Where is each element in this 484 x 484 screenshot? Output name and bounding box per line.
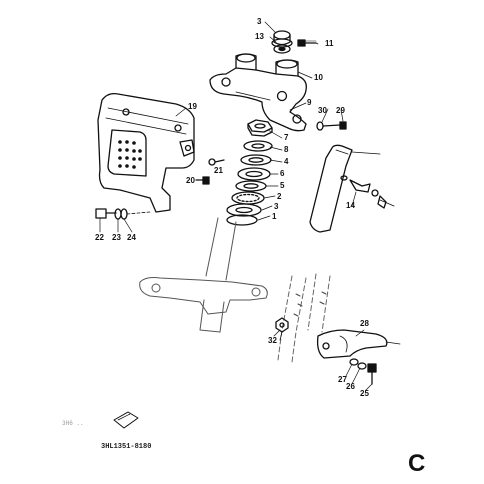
label-25: 25 xyxy=(360,389,369,398)
label-13: 13 xyxy=(255,32,264,41)
drawing-code: 3HL1351-8180 xyxy=(101,443,152,451)
label-23: 23 xyxy=(112,233,121,242)
label-26: 26 xyxy=(346,382,355,391)
label-6: 6 xyxy=(280,169,285,178)
bolt-21 xyxy=(208,158,225,166)
label-7: 7 xyxy=(284,133,289,142)
footer-faint-text: 3H6 .. xyxy=(62,420,84,427)
label-27: 27 xyxy=(338,375,347,384)
bolt-25-set xyxy=(349,358,377,385)
upper-bracket xyxy=(209,53,307,132)
section-letter: C xyxy=(408,450,426,477)
label-11: 11 xyxy=(325,39,334,48)
label-29: 29 xyxy=(336,106,345,115)
footer-stamp xyxy=(113,411,139,429)
label-3b: 3 xyxy=(274,202,279,211)
bolt-22-set xyxy=(95,208,151,220)
label-32: 32 xyxy=(268,336,277,345)
pinch-bolt-top xyxy=(297,39,317,47)
label-1: 1 xyxy=(272,212,277,221)
label-20: 20 xyxy=(186,176,195,185)
label-24: 24 xyxy=(127,233,136,242)
label-3: 3 xyxy=(257,17,262,26)
label-19: 19 xyxy=(188,102,197,111)
bolt-30-29 xyxy=(316,121,347,131)
crown-nut xyxy=(271,30,293,54)
label-2: 2 xyxy=(277,192,282,201)
leader-lines xyxy=(99,21,373,391)
bolt-20 xyxy=(195,176,210,185)
hose-holder xyxy=(316,329,401,359)
steering-stem xyxy=(139,217,268,333)
label-28: 28 xyxy=(360,319,369,328)
fork-leg-right xyxy=(309,144,395,233)
label-5: 5 xyxy=(280,181,285,190)
bearing-stack xyxy=(226,119,273,226)
fork-tubes xyxy=(277,273,331,363)
label-21: 21 xyxy=(214,166,223,175)
nut-32 xyxy=(275,317,289,341)
headlight-stay xyxy=(97,92,195,213)
label-9: 9 xyxy=(307,98,312,107)
label-22: 22 xyxy=(95,233,104,242)
label-10: 10 xyxy=(314,73,323,82)
label-4: 4 xyxy=(284,157,289,166)
label-30: 30 xyxy=(318,106,327,115)
label-14: 14 xyxy=(346,201,355,210)
label-8: 8 xyxy=(284,145,289,154)
